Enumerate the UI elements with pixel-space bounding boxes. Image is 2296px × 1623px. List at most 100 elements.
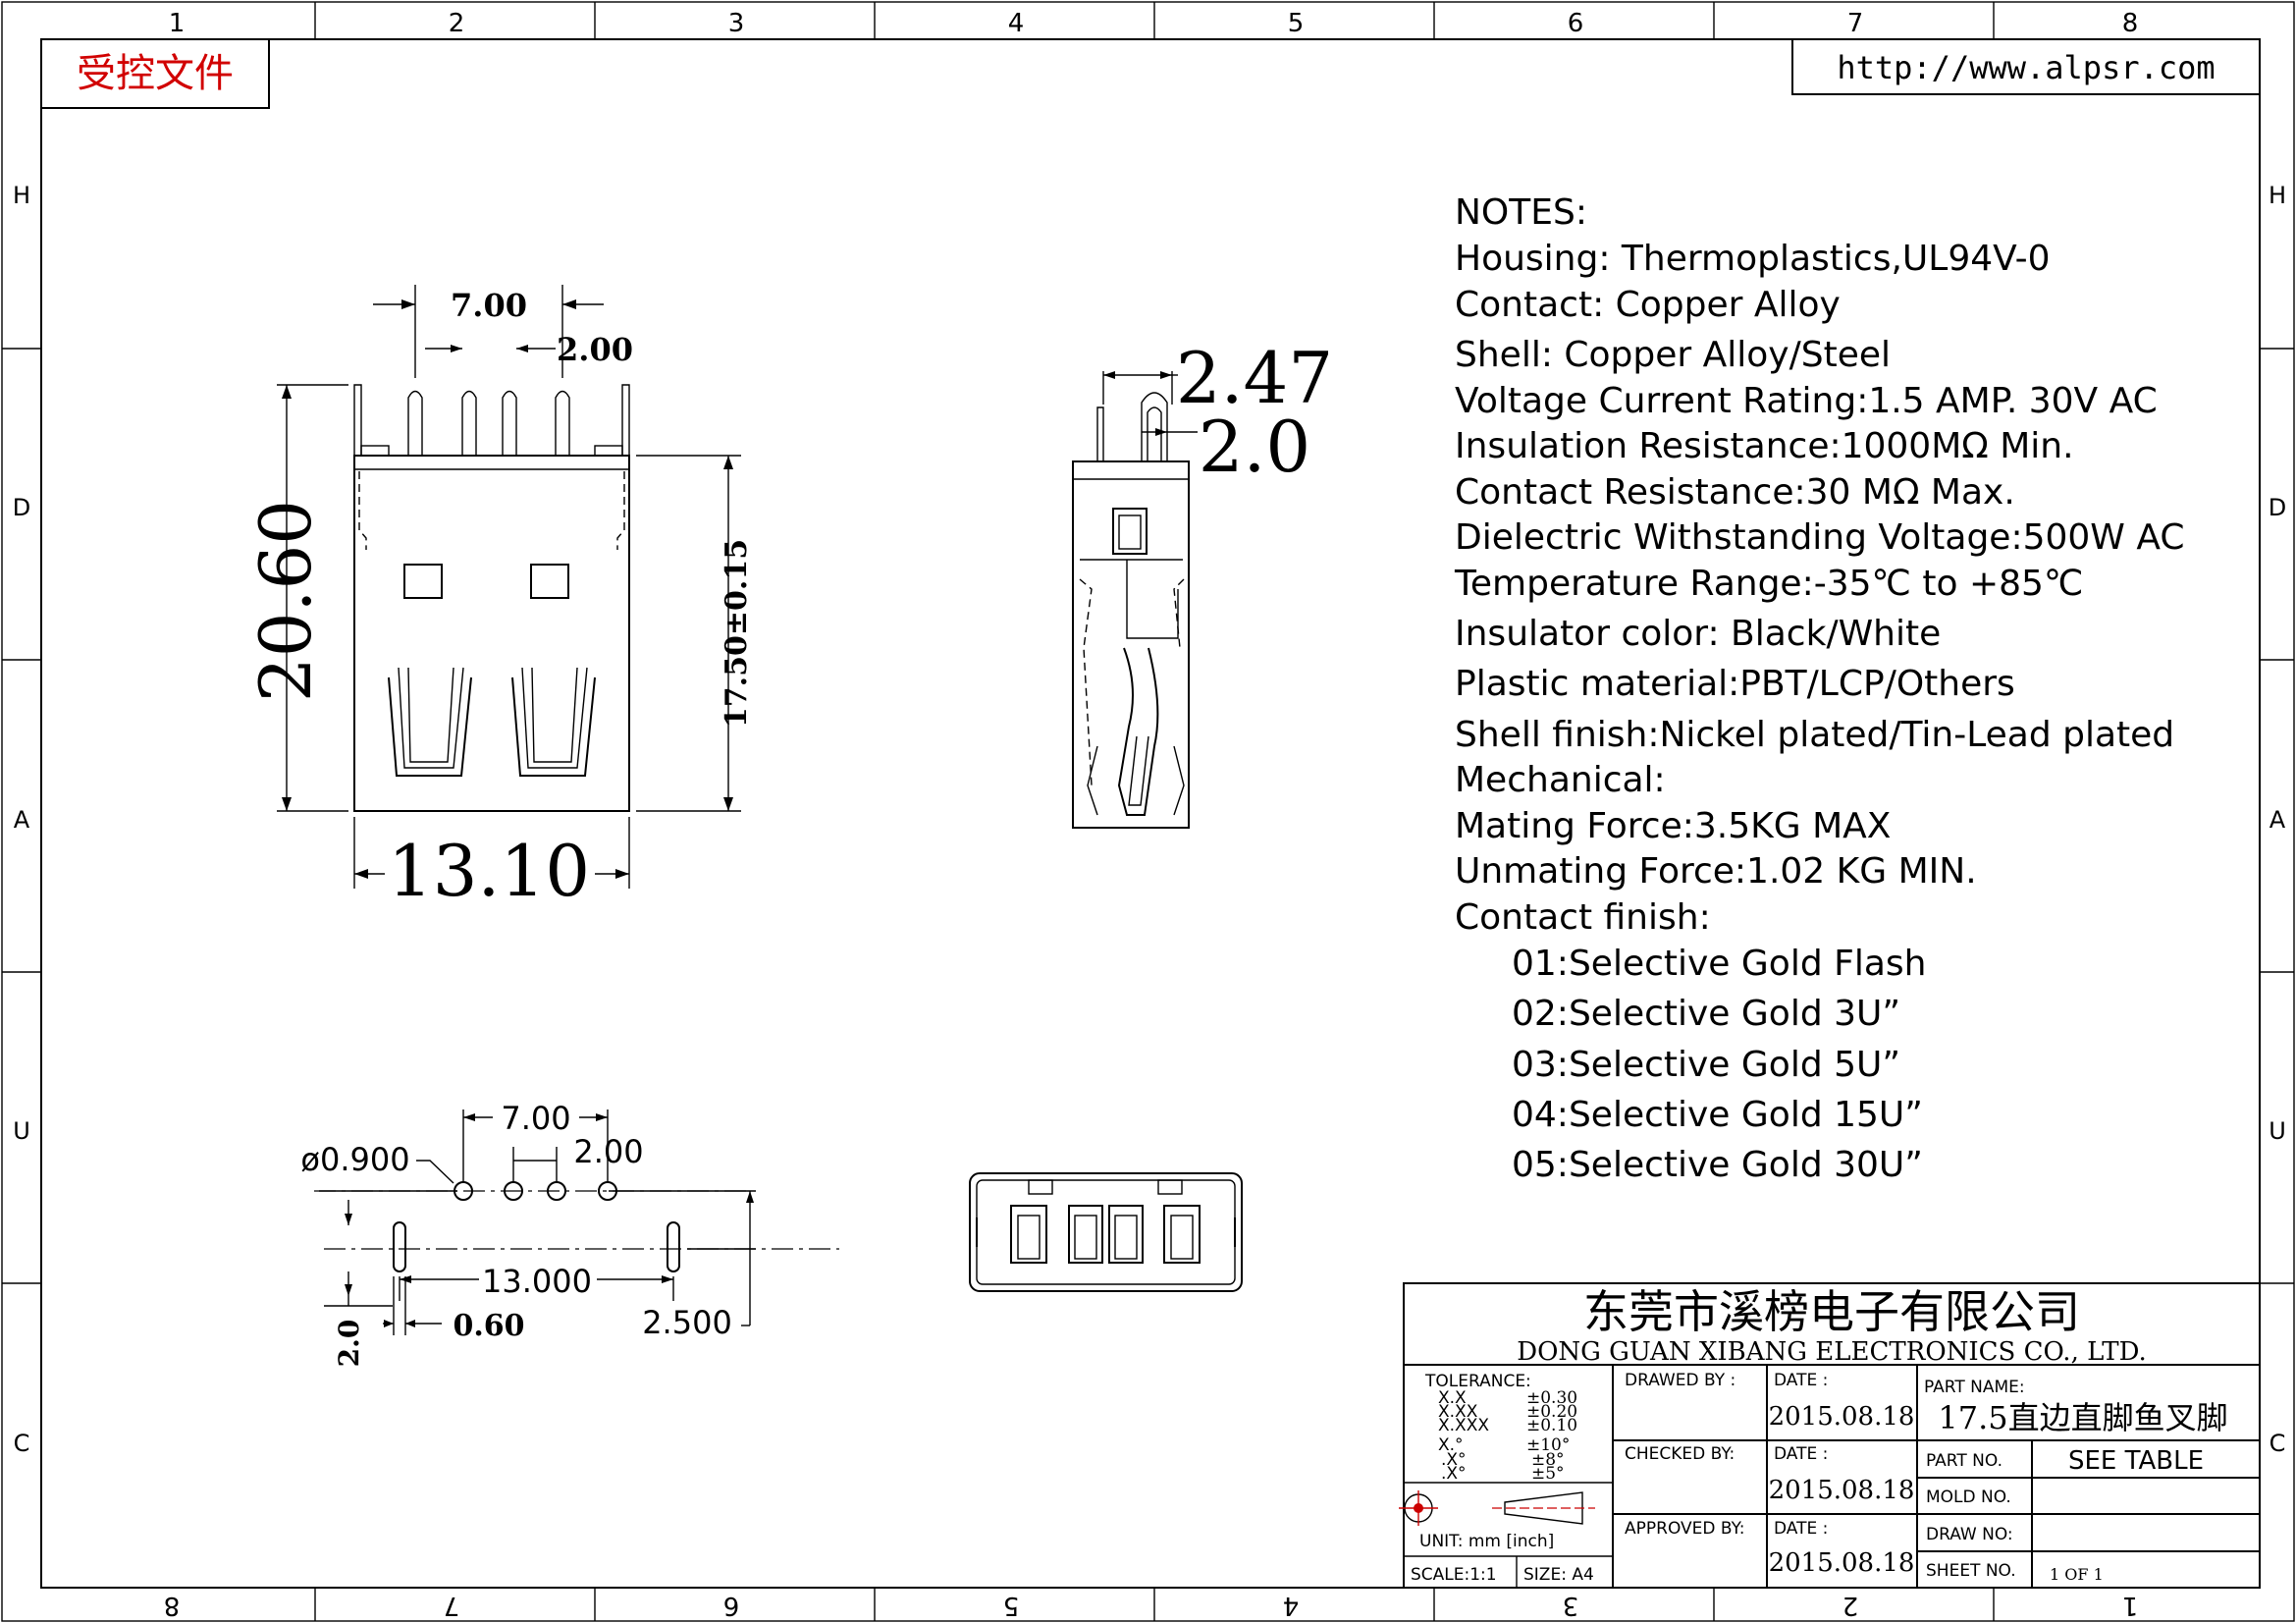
front-view: 7.00 2.00 20.60 17.50±0.15 13.10 [244, 285, 754, 912]
tolerance-key: .X° [1441, 1450, 1467, 1470]
part-name-label: PART NAME: [1924, 1378, 2025, 1397]
title-block: 东莞市溪榜电子有限公司 DONG GUAN XIBANG ELECTRONICS… [1399, 1282, 2261, 1589]
dim-side-mid: 2.0 [1199, 406, 1311, 488]
url-box: http://www.alpsr.com [1791, 38, 2261, 95]
col-label: 7 [1847, 9, 1864, 38]
date-value: 2015.08.18 [1769, 1476, 1915, 1505]
row-labels-left: H D A U C [13, 182, 30, 1457]
col-label: 8 [2122, 9, 2139, 38]
tolerance-value: ±5° [1531, 1464, 1565, 1484]
tolerance-value: ±8° [1531, 1450, 1565, 1470]
note-line: Contact Resistance:30 MΩ Max. [1455, 472, 2015, 513]
checked-by-label: CHECKED BY: [1625, 1444, 1735, 1464]
face-view [969, 1172, 1243, 1292]
col-label: 3 [728, 9, 745, 38]
dim-pin: 2.00 [557, 331, 633, 368]
date-value: 2015.08.18 [1769, 1402, 1915, 1432]
tolerance-key: .X° [1441, 1464, 1467, 1484]
dim-side-top: 2.47 [1176, 337, 1333, 419]
note-line: Shell finish:Nickel plated/Tin-Lead plat… [1455, 715, 2174, 755]
company-name-en: DONG GUAN XIBANG ELECTRONICS CO., LTD. [1517, 1337, 2147, 1367]
dim-pcb-pin: 2.00 [573, 1133, 643, 1170]
col-label: 2 [1842, 1591, 1859, 1620]
row-label: C [14, 1430, 30, 1457]
sheet-no-value: 1 OF 1 [2050, 1565, 2104, 1584]
dim-inner: 17.50±0.15 [720, 539, 754, 728]
tolerance-value: ±0.10 [1526, 1416, 1577, 1435]
url-text: http://www.alpsr.com [1837, 49, 2215, 86]
housing-outline [353, 455, 630, 812]
tolerance-key: X.X [1438, 1388, 1467, 1408]
pin [555, 390, 570, 456]
drawn-by-label: DRAWED BY : [1625, 1371, 1735, 1390]
notes-block: NOTES: Housing: Thermoplastics,UL94V-0 C… [1454, 192, 2184, 1185]
dim-height: 20.60 [244, 500, 327, 702]
contact-slot [1163, 1205, 1201, 1264]
controlled-document-stamp: 受控文件 [40, 38, 270, 109]
date-label: DATE : [1774, 1519, 1828, 1539]
pcb-layout: ø0.900 7.00 2.00 13.000 0.60 [300, 1100, 839, 1367]
pin [502, 390, 517, 456]
slot [393, 1221, 406, 1272]
col-label: 8 [164, 1591, 181, 1620]
scale-label: SCALE:1:1 [1411, 1565, 1497, 1585]
row-label: U [13, 1117, 30, 1145]
col-label: 5 [1003, 1591, 1020, 1620]
part-name-value: 17.5直边直脚鱼叉脚 [1938, 1399, 2227, 1436]
row-label: C [2269, 1430, 2286, 1457]
spring-contact [388, 676, 472, 777]
row-label: H [2269, 182, 2286, 209]
row-label: A [2269, 806, 2286, 834]
part-no-label: PART NO. [1926, 1451, 2002, 1471]
dim-hole: ø0.900 [300, 1141, 409, 1178]
col-label: 6 [1568, 9, 1584, 38]
col-label: 1 [2122, 1591, 2139, 1620]
column-labels-bottom: 8 7 6 5 4 3 2 1 [164, 1591, 2139, 1620]
date-label: DATE : [1774, 1371, 1828, 1390]
note-line: Shell: Copper Alloy/Steel [1455, 335, 1891, 375]
finish-line: 05:Selective Gold 30U” [1512, 1145, 1923, 1185]
note-line: Insulator color: Black/White [1455, 614, 1941, 654]
draw-no-label: DRAW NO: [1926, 1525, 2013, 1544]
tolerance-key: X.XX [1438, 1402, 1478, 1422]
column-labels-top: 1 2 3 4 5 6 7 8 [169, 9, 2139, 38]
col-label: 5 [1288, 9, 1305, 38]
face-outline [969, 1172, 1243, 1292]
col-label: 7 [444, 1591, 460, 1620]
tolerance-value: ±0.20 [1526, 1402, 1577, 1422]
finish-line: 02:Selective Gold 3U” [1512, 994, 1900, 1034]
tolerance-label: TOLERANCE: [1424, 1372, 1531, 1391]
note-line: Contact finish: [1455, 897, 1711, 938]
contact-slot [1108, 1205, 1144, 1264]
row-label: H [13, 182, 30, 209]
window [530, 564, 569, 599]
note-line: Unmating Force:1.02 KG MIN. [1455, 851, 1977, 892]
note-line: Mating Force:3.5KG MAX [1455, 806, 1891, 846]
dim-pitch: 7.00 [451, 287, 527, 324]
window [403, 564, 443, 599]
part-no-value: SEE TABLE [2068, 1446, 2204, 1476]
tolerance-value: ±10° [1526, 1435, 1570, 1455]
finish-line: 01:Selective Gold Flash [1512, 944, 1926, 984]
row-label: D [2269, 494, 2286, 521]
note-line: Contact: Copper Alloy [1455, 285, 1841, 325]
company-name-cn: 东莞市溪榜电子有限公司 [1583, 1285, 2080, 1338]
note-line: Voltage Current Rating:1.5 AMP. 30V AC [1455, 381, 2158, 421]
tolerance-value: ±0.30 [1526, 1388, 1577, 1408]
inner-border [40, 38, 2261, 1589]
approved-by-label: APPROVED BY: [1625, 1519, 1744, 1539]
col-label: 4 [1283, 1591, 1300, 1620]
pin [407, 390, 423, 456]
contact-slot [1068, 1205, 1103, 1264]
note-line: Insulation Resistance:1000MΩ Min. [1455, 426, 2074, 466]
stamp-text: 受控文件 [77, 51, 234, 96]
note-line: Temperature Range:-35℃ to +85℃ [1454, 564, 2083, 604]
unit-label: UNIT: mm [inch] [1419, 1532, 1554, 1551]
col-label: 6 [723, 1591, 740, 1620]
finish-line: 04:Selective Gold 15U” [1512, 1095, 1923, 1135]
pin [461, 390, 477, 456]
slot [667, 1221, 680, 1272]
dim-pcb-offset: 2.500 [642, 1304, 732, 1341]
